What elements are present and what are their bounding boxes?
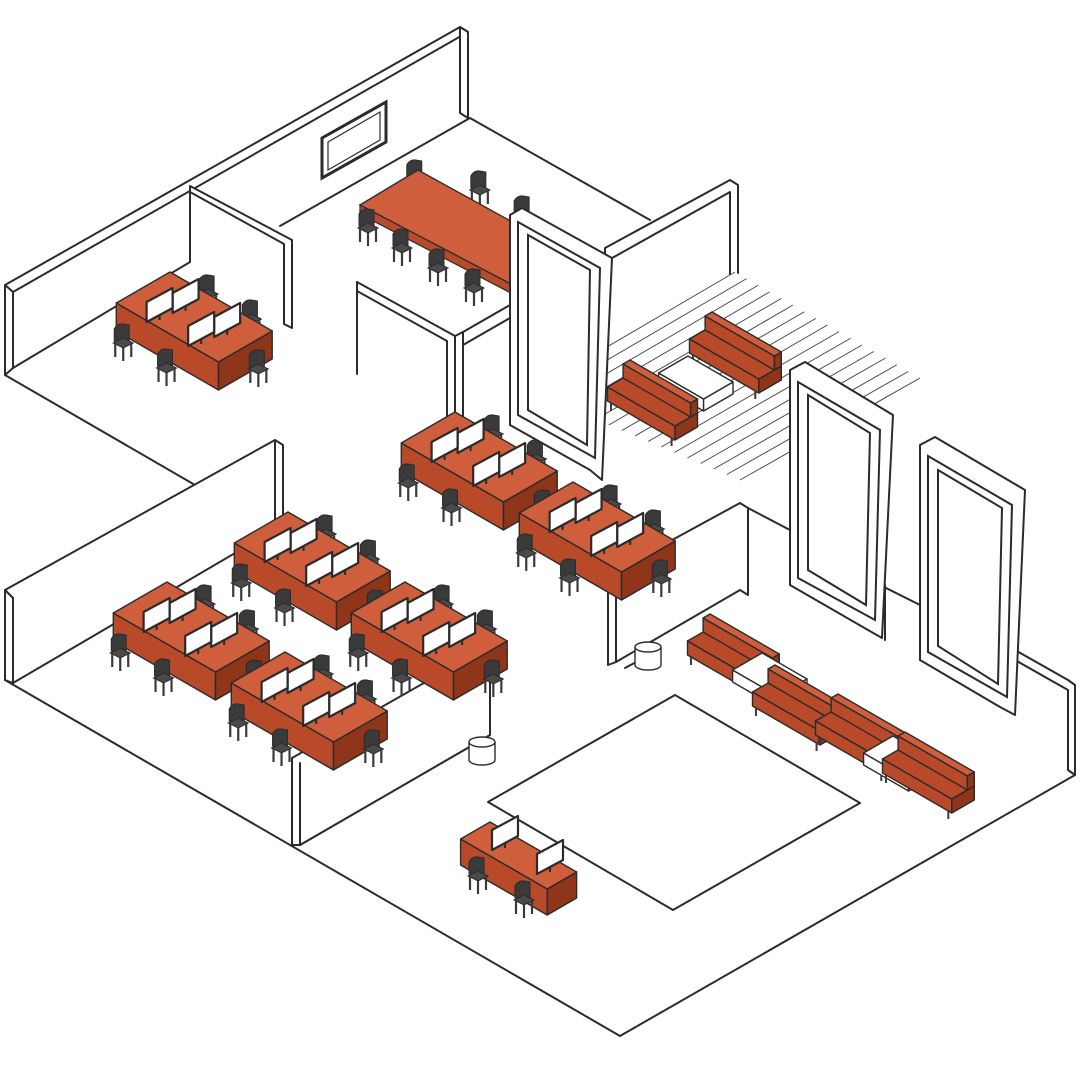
monitor-icon [145, 286, 174, 324]
desk-cluster [347, 581, 508, 701]
chair-icon [112, 323, 135, 361]
deck-plank [674, 344, 863, 453]
chair-icon [227, 703, 250, 741]
door-frames [509, 207, 1026, 716]
chair-icon [440, 488, 463, 526]
reception-desk-group [459, 814, 578, 918]
sofa-icon [881, 731, 975, 819]
wall-meeting-front [356, 281, 456, 426]
chair-icon [397, 463, 420, 501]
wall-divider-center [607, 502, 749, 666]
monitor-icon [260, 666, 289, 704]
chair-icon [390, 228, 414, 266]
desk-icon [115, 271, 273, 391]
bin-icon [634, 641, 662, 671]
chair-icon [356, 208, 380, 246]
chair-icon [152, 658, 175, 696]
bin-icon [468, 736, 496, 766]
chair-icon [155, 348, 178, 386]
monitor-icon [263, 526, 292, 564]
chair-icon [558, 558, 581, 596]
monitor-icon [305, 550, 334, 588]
monitor-icon [430, 426, 459, 464]
monitor-icon [472, 450, 501, 488]
desk-icon [400, 411, 558, 531]
walls [4, 26, 1076, 846]
desk-icon [350, 581, 508, 701]
monitor-icon [535, 838, 565, 876]
monitor-icon [187, 310, 216, 348]
desk-cluster [227, 651, 388, 771]
monitor-icon [142, 596, 171, 634]
chair-icon [230, 563, 253, 601]
chair-icon [482, 659, 505, 697]
desk-cluster [230, 511, 391, 631]
wall-meeting-right [604, 179, 739, 291]
desk-icon [518, 481, 676, 601]
desk-cluster [515, 481, 676, 601]
monitor-icon [380, 596, 409, 634]
desk-cluster [112, 271, 273, 391]
chair-icon [426, 248, 450, 286]
door-frame-icon [789, 361, 894, 639]
monitor-icon [590, 520, 619, 558]
monitor-icon [490, 814, 520, 852]
sofa-icon [688, 311, 782, 399]
chair-icon [362, 729, 385, 767]
wall-screen-icon [320, 99, 388, 181]
chair-icon [390, 658, 413, 696]
chair-icon [273, 588, 296, 626]
chair-icon [650, 559, 673, 597]
monitor-icon [184, 620, 213, 658]
chair-icon [515, 533, 538, 571]
deck-plank [687, 351, 874, 459]
chair-icon [347, 633, 370, 671]
chair-icon [109, 633, 132, 671]
desk-cluster [397, 411, 558, 531]
chair-icon [512, 880, 536, 918]
furniture [109, 159, 975, 918]
rug [487, 694, 861, 911]
wall-small-office-right [189, 185, 293, 329]
chair-icon [468, 170, 491, 208]
sofa-icon [606, 359, 699, 446]
monitor-icon [548, 496, 577, 534]
chair-icon [270, 728, 293, 766]
chair-icon [247, 349, 270, 387]
monitor-icon [302, 690, 331, 728]
desk-cluster [109, 581, 270, 701]
chair-icon [462, 268, 486, 306]
monitor-icon [422, 620, 451, 658]
wall-right-exterior [1014, 649, 1076, 776]
door-frame-icon [919, 436, 1026, 716]
door-frame-icon [509, 207, 613, 481]
chair-icon [466, 856, 490, 894]
